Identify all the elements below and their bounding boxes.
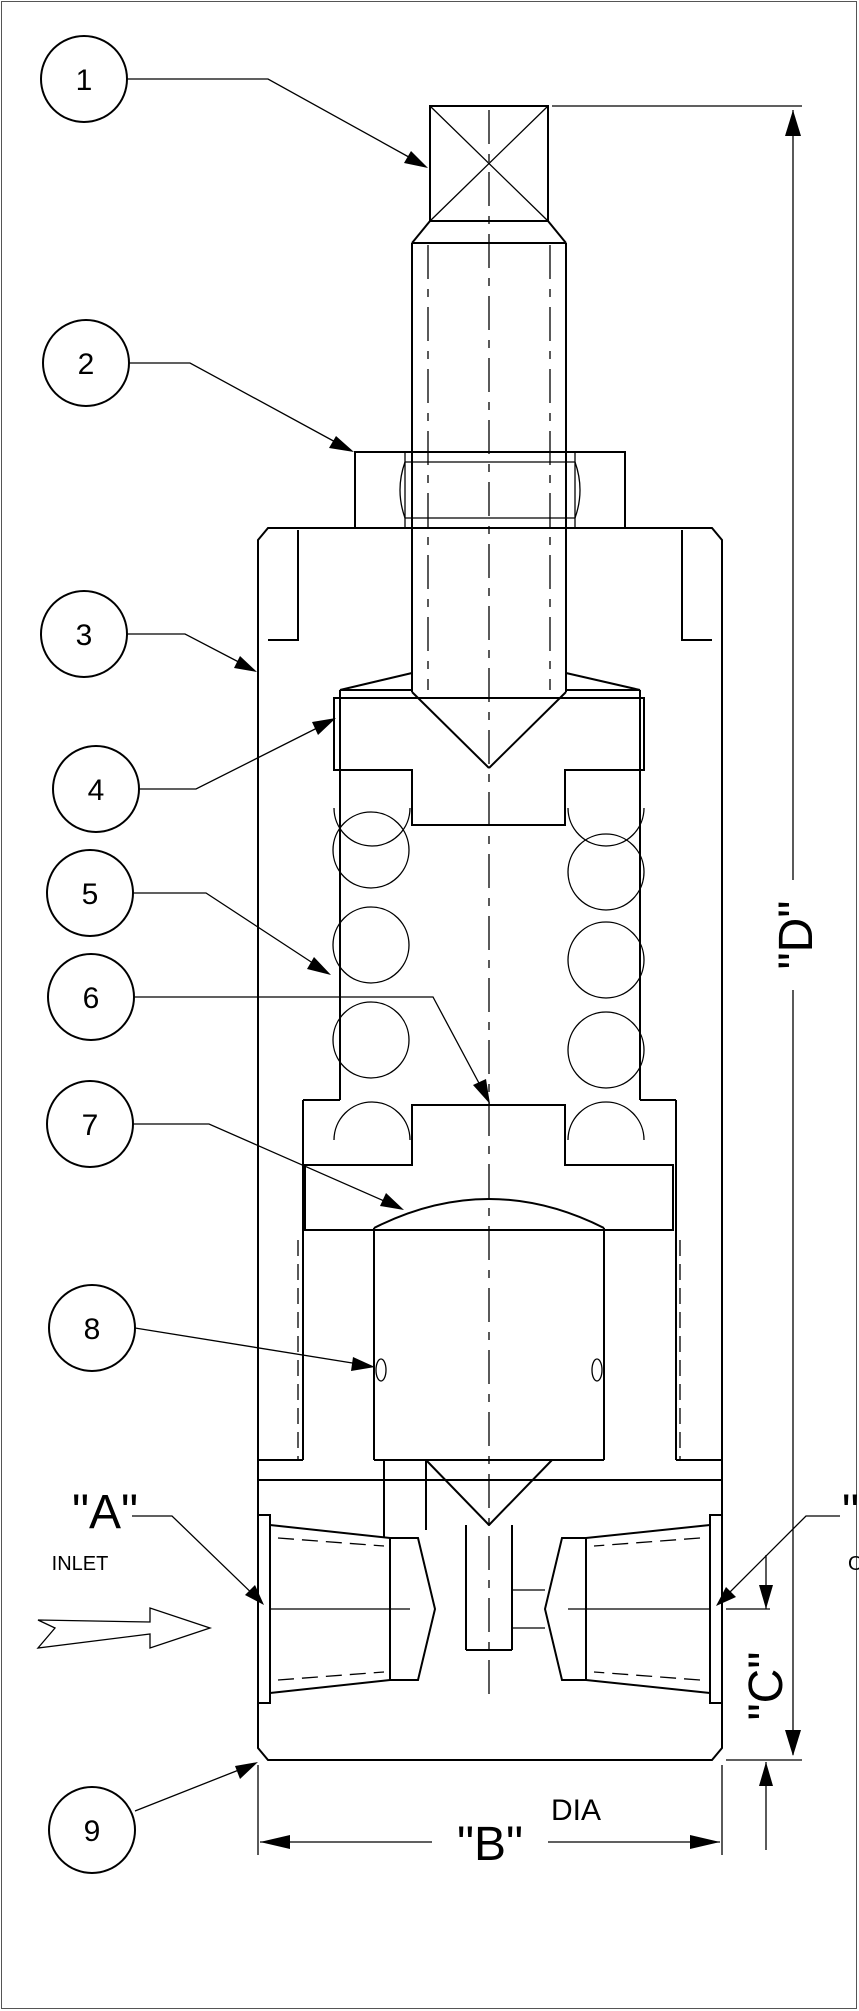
balloon-8-label: 8	[84, 1313, 101, 1346]
balloon-2-label: 2	[78, 348, 95, 381]
dimension-b-note: DIA	[551, 1794, 601, 1827]
adjusting-screw	[411, 105, 567, 769]
balloon-9-leader	[134, 1763, 255, 1812]
balloon-6-label: 6	[83, 982, 100, 1015]
dimension-d-label: "D"	[770, 901, 823, 970]
spring-seat	[304, 1104, 674, 1231]
o-ring-left	[375, 1358, 387, 1382]
dimension-b-label: "B"	[457, 1818, 523, 1871]
balloon-7-label: 7	[82, 1109, 99, 1142]
inlet-passage	[383, 1460, 427, 1538]
balloon-1-label: 1	[76, 64, 93, 97]
dimension-c	[726, 1555, 773, 1850]
balloon-6-leader	[134, 996, 489, 1101]
inlet-port-fitting	[257, 1514, 437, 1704]
valve-body	[257, 527, 723, 1761]
spring-guide	[333, 697, 645, 826]
balloon-3-leader	[127, 633, 255, 671]
port-a-leader	[132, 1515, 264, 1605]
balloon-5-leader	[133, 892, 329, 974]
balloon-8-leader	[134, 1327, 372, 1367]
balloon-1-leader	[127, 78, 426, 167]
balloon-5-label: 5	[82, 878, 99, 911]
balloon-2-leader	[129, 362, 351, 451]
dimension-c-label: "C"	[740, 1652, 793, 1721]
o-ring-right	[591, 1358, 603, 1382]
port-right-label-partial: "	[842, 1486, 859, 1539]
lock-nut	[354, 451, 626, 529]
port-right-leader	[716, 1515, 840, 1606]
dimension-b	[257, 1765, 723, 1855]
dimension-d	[552, 105, 802, 1761]
port-a-note: INLET	[52, 1553, 109, 1575]
balloon-4-leader	[139, 719, 334, 790]
spring-coils	[332, 807, 645, 1141]
balloon-3-label: 3	[76, 619, 93, 652]
balloon-7-leader	[133, 1123, 401, 1209]
balloon-9	[48, 1786, 136, 1874]
balloon-4-label: 4	[88, 774, 105, 807]
port-right-note-partial: O	[848, 1553, 859, 1575]
port-a-label: "A"	[72, 1486, 138, 1539]
flow-arrow-icon	[36, 1607, 213, 1649]
outlet-port-fitting	[512, 1514, 723, 1704]
balloon-9-label: 9	[84, 1815, 101, 1848]
